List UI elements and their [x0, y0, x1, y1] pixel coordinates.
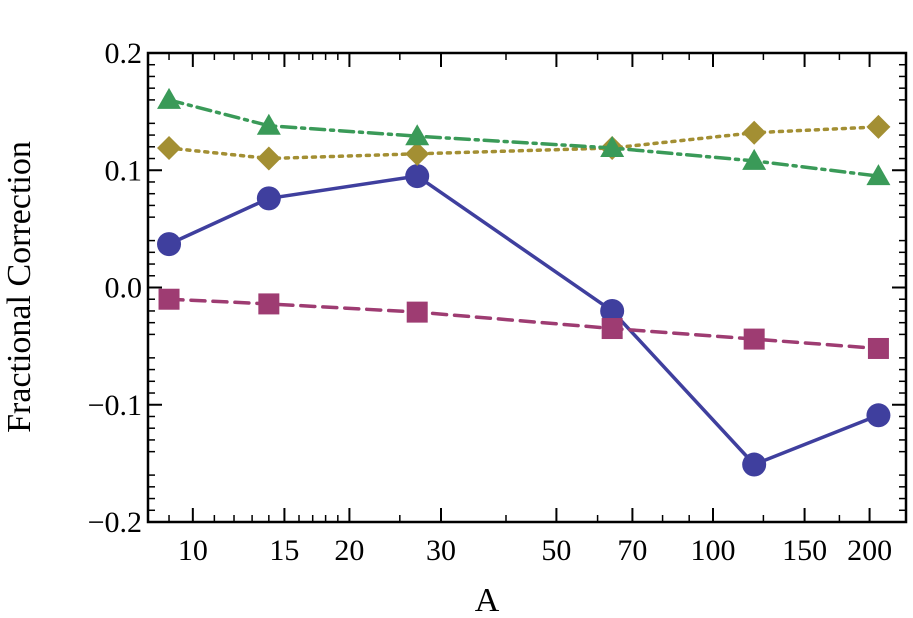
- x-tick-label: 15: [269, 534, 299, 567]
- square-point: [743, 328, 765, 350]
- triangle-point: [600, 135, 625, 157]
- triangle-point: [405, 124, 430, 146]
- square-point: [158, 288, 180, 310]
- series-0-circle: [157, 164, 891, 477]
- diamond-point: [157, 135, 182, 160]
- square-point: [601, 318, 623, 340]
- x-tick-label: 70: [617, 534, 647, 567]
- series-line: [167, 174, 881, 467]
- x-tick-label: 20: [334, 534, 364, 567]
- y-tick-label: 0.1: [105, 154, 143, 187]
- series-line: [167, 98, 881, 178]
- diamond-point: [742, 120, 767, 145]
- diamond-point: [405, 141, 430, 166]
- circle-point: [600, 298, 625, 323]
- tick-labels: 0.2 0.1 0.0 −0.1 −0.2 10 15 20 30 50 70 100 150 200: [88, 37, 892, 567]
- series-layer: [157, 87, 891, 477]
- triangle-point: [157, 87, 182, 109]
- square-point: [867, 337, 889, 359]
- x-tick-label: 150: [782, 534, 827, 567]
- x-tick-label: 100: [690, 534, 735, 567]
- circle-point: [157, 232, 182, 257]
- axis-ticks: [148, 52, 906, 523]
- series-3-triangle: [157, 87, 891, 186]
- square-point: [406, 301, 428, 323]
- y-tick-label: 0.2: [105, 37, 143, 70]
- diamond-point: [256, 146, 281, 171]
- y-tick-label: −0.2: [88, 506, 142, 539]
- triangle-point: [742, 148, 767, 170]
- circle-point: [405, 164, 430, 189]
- x-axis-title: A: [475, 582, 500, 618]
- y-axis-title: Fractional Correction: [1, 141, 38, 433]
- y-tick-label: 0.0: [105, 272, 143, 305]
- x-tick-label: 200: [847, 534, 892, 567]
- x-tick-label: 30: [426, 534, 456, 567]
- series-2-diamond: [157, 114, 891, 171]
- x-tick-label: 10: [178, 534, 208, 567]
- y-tick-label: −0.1: [88, 389, 142, 422]
- series-line: [167, 125, 881, 161]
- triangle-point: [256, 113, 281, 135]
- diamond-point: [866, 114, 891, 139]
- square-point: [258, 293, 280, 315]
- series-1-square: [158, 288, 889, 359]
- circle-point: [742, 452, 767, 477]
- triangle-point: [866, 164, 891, 186]
- series-line: [167, 297, 881, 351]
- circle-point: [256, 186, 281, 211]
- circle-point: [866, 403, 891, 428]
- x-tick-label: 50: [541, 534, 571, 567]
